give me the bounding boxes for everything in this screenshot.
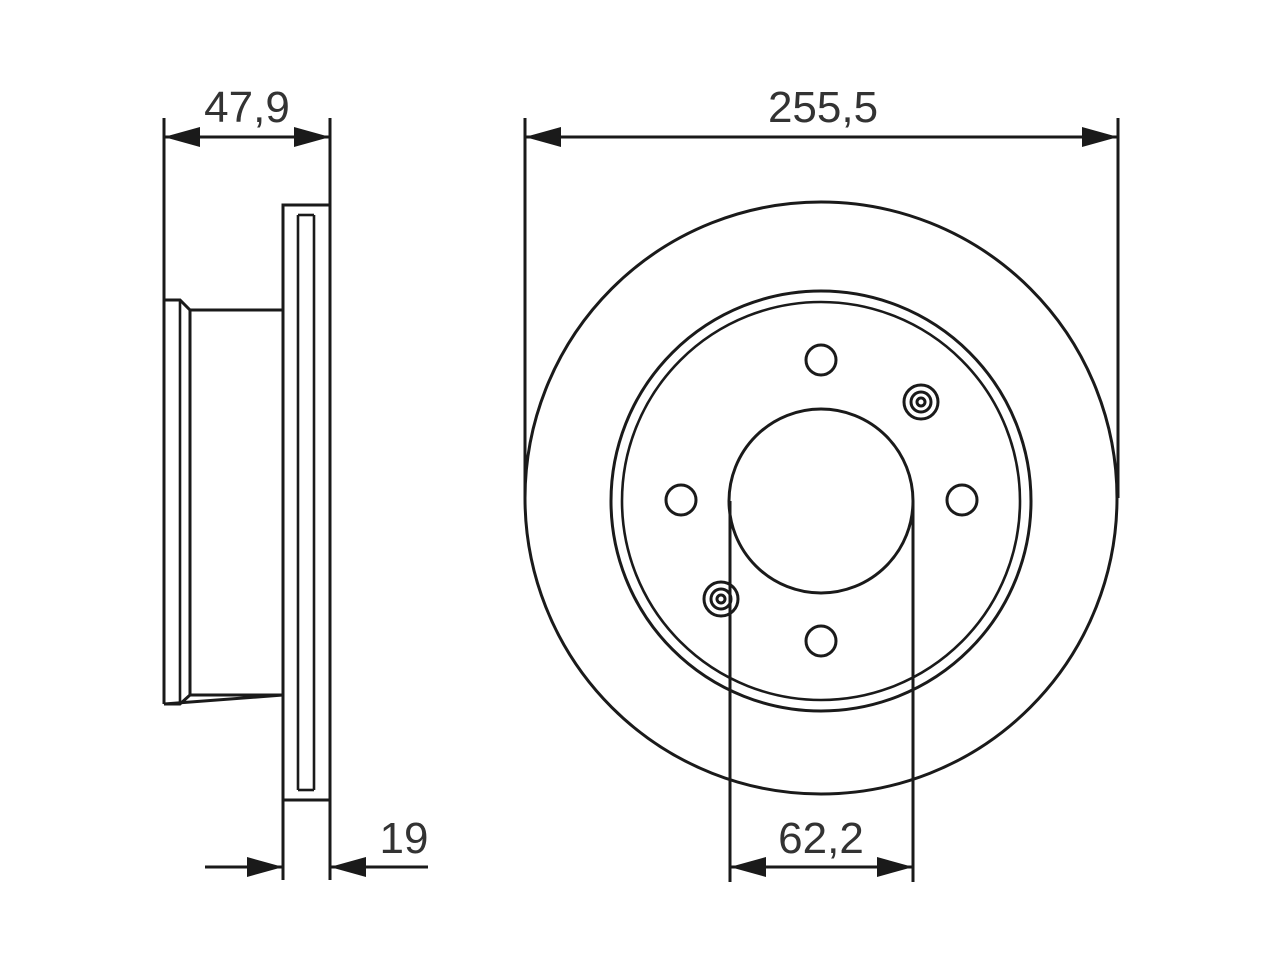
locating-screw-hole-upper (902, 383, 940, 421)
front-view: 255,5 62,2 (523, 83, 1120, 882)
bolt-hole-left (664, 483, 698, 517)
bore-arrow-right (877, 857, 913, 877)
bolt-hole-top (804, 343, 838, 377)
bolt-hole-bottom (804, 624, 838, 658)
width-arrow-left (164, 127, 200, 147)
hub-profile (162, 298, 284, 706)
center-bore (727, 407, 915, 595)
thickness-arrow-right (330, 857, 366, 877)
bore-arrow-left (730, 857, 766, 877)
bolt-hole-right (945, 483, 979, 517)
width-dimension-label: 47,9 (204, 83, 290, 132)
diameter-dimension-label: 255,5 (768, 83, 878, 132)
hat-inner-circle (620, 300, 1022, 702)
hat-outer-circle (609, 289, 1033, 713)
bore-dimension-label: 62,2 (778, 814, 864, 863)
diameter-arrow-left (525, 127, 561, 147)
width-arrow-right (294, 127, 330, 147)
thickness-dimension-label: 19 (380, 814, 429, 863)
side-view: 47,9 19 (162, 83, 429, 880)
locating-screw-hole-lower (702, 580, 740, 618)
thickness-arrow-left (247, 857, 283, 877)
rotor-outer-plate (281, 203, 332, 802)
diameter-arrow-right (1082, 127, 1118, 147)
